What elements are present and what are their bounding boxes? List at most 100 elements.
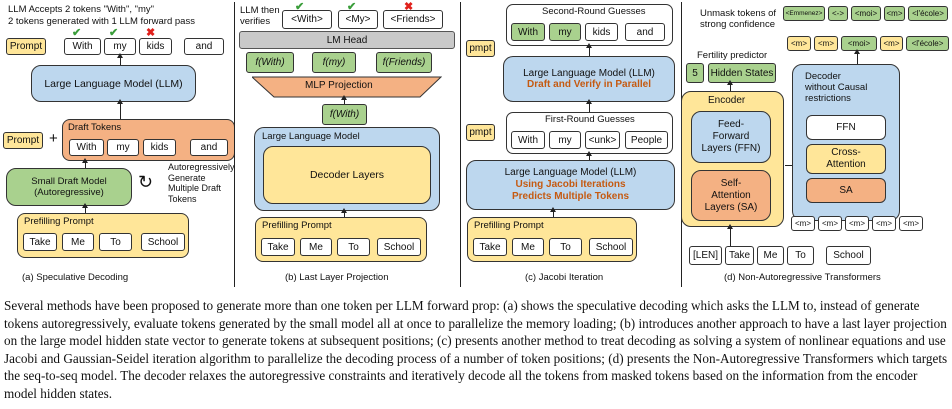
small-model-line2: (Autoregressive) <box>34 187 104 198</box>
draft-token: and <box>190 139 228 156</box>
prefill-token: To <box>549 238 582 256</box>
arrow-up-icon <box>727 224 733 246</box>
llm-jacobi-box: Large Language Model (LLM) Using Jacobi … <box>466 160 675 210</box>
panel-d-caption: (d) Non-Autoregressive Transformers <box>724 272 881 283</box>
mask-token: <m> <box>899 216 923 231</box>
prompt-token: Prompt <box>6 38 46 55</box>
check-icon: ✔ <box>347 1 357 13</box>
second-token: my <box>549 23 581 41</box>
prompt-token: Prompt <box>3 132 43 149</box>
cross-icon: ✖ <box>404 1 414 13</box>
prefill-token: School <box>377 238 421 256</box>
llm-line1: Large Language Model (LLM) <box>523 68 655 79</box>
panel-divider <box>234 2 235 287</box>
llm2-line3: Predicts Multiple Tokens <box>511 191 630 202</box>
unmask-line1: Unmask tokens of <box>700 8 777 19</box>
first-token: <unk> <box>585 131 620 149</box>
auto-text-line: Multiple Draft <box>168 183 222 193</box>
f-with-token: f(With) <box>322 104 367 125</box>
ffn-encoder-line: Feed- <box>717 119 745 130</box>
decoder-line: without Causal <box>805 82 868 93</box>
top-token: kids <box>139 38 172 55</box>
check-icon: ✔ <box>72 27 82 39</box>
small-draft-model-box: Small Draft Model (Autoregressive) <box>6 168 132 206</box>
second-token: With <box>511 23 545 41</box>
auto-text-line: Tokens <box>168 193 197 204</box>
verify-token: <Friends> <box>383 10 443 29</box>
panel-a-header-line1: LLM Accepts 2 tokens "With", "my" <box>8 4 155 15</box>
cross-attention-line: Attention <box>826 159 866 170</box>
mlp-projection-shape <box>252 76 442 98</box>
second-round-title: Second-Round Guesses <box>542 6 646 17</box>
mask-token: <m> <box>845 216 869 231</box>
arrow-up-icon <box>586 43 592 56</box>
top-token: <m> <box>884 6 905 21</box>
input-token: To <box>787 246 814 265</box>
lm-head-box: LM Head <box>239 31 455 49</box>
arrow-up-icon <box>727 80 733 91</box>
prefill-title: Prefilling Prompt <box>262 220 332 231</box>
prefill-token: Me <box>512 238 544 256</box>
decoder-line: restrictions <box>805 93 851 104</box>
input-token: [LEN] <box>689 246 722 265</box>
check-icon: ✔ <box>109 27 119 39</box>
second-token: and <box>625 23 665 41</box>
ffn-box: FFN <box>806 115 886 140</box>
sa-encoder-line: Layers (SA) <box>704 201 758 213</box>
mask-token: <m> <box>872 216 896 231</box>
verify-token: <With> <box>282 10 332 29</box>
sa-encoder-line: Self- <box>720 177 742 189</box>
arrow-up-icon <box>117 53 123 65</box>
prefill-title: Prefilling Prompt <box>474 220 544 231</box>
mlp-projection-label: MLP Projection <box>305 80 373 91</box>
prefill-token: Take <box>23 233 57 251</box>
ffn-encoder-box: Feed- Forward Layers (FFN) <box>691 111 771 163</box>
sa-encoder-box: Self- Attention Layers (SA) <box>691 170 771 221</box>
f-token: f(my) <box>312 52 356 73</box>
auto-text-line: Generate <box>168 172 206 183</box>
verify-line1: LLM then <box>240 5 280 16</box>
panel-b-caption: (b) Last Layer Projection <box>285 272 389 283</box>
decoder-line: Decoder <box>805 71 841 82</box>
panel-a-header-line2: 2 tokens generated with 1 LLM forward pa… <box>8 16 195 27</box>
prefill-title: Prefilling Prompt <box>24 216 94 227</box>
fertility-label: Fertility predictor <box>697 50 768 61</box>
arrow-up-icon <box>82 203 88 213</box>
arrow-up-icon <box>586 151 592 160</box>
llm-verify-box: Large Language Model (LLM) Draft and Ver… <box>503 56 675 102</box>
hidden-states-box: Hidden States <box>708 63 776 83</box>
top-token: <-> <box>828 6 848 21</box>
arrow-up-icon <box>117 99 123 119</box>
draft-tokens-title: Draft Tokens <box>68 122 122 133</box>
draft-token: With <box>69 139 104 156</box>
small-model-line1: Small Draft Model <box>31 176 107 187</box>
f-token: f(Friends) <box>376 52 432 73</box>
second-token: <l'école> <box>906 36 949 51</box>
mask-token: <m> <box>791 216 815 231</box>
top-token: <moi> <box>851 6 881 21</box>
top-token: and <box>184 38 224 55</box>
verify-token: <My> <box>338 10 378 29</box>
input-token: School <box>826 246 871 265</box>
arrow-up-icon <box>586 99 592 112</box>
llm2-line1: Large Language Model (LLM) <box>504 167 637 178</box>
prefill-token: Me <box>300 238 332 256</box>
decoder-layers-box: Decoder Layers <box>263 146 431 204</box>
draft-token: my <box>107 139 139 156</box>
panel-c-caption: (c) Jacobi Iteration <box>525 272 604 283</box>
arrow-up-icon <box>82 158 88 168</box>
verify-line2: verifies <box>240 16 271 27</box>
cycle-icon: ↻ <box>138 172 154 192</box>
arrow-up-icon <box>341 208 347 217</box>
encoder-title: Encoder <box>708 95 746 106</box>
decoder-title: Decoder without Causal restrictions <box>805 71 867 104</box>
first-token: With <box>511 131 545 149</box>
first-token: my <box>549 131 581 149</box>
prefill-token: To <box>99 233 132 251</box>
arrow-up-icon <box>550 207 556 217</box>
second-token: <m> <box>880 36 903 51</box>
pmpt-token: pmpt <box>466 40 495 57</box>
cross-attention-line: Cross- <box>831 147 861 158</box>
top-token: <Emmenez> <box>783 6 825 21</box>
second-token: <m> <box>814 36 838 51</box>
